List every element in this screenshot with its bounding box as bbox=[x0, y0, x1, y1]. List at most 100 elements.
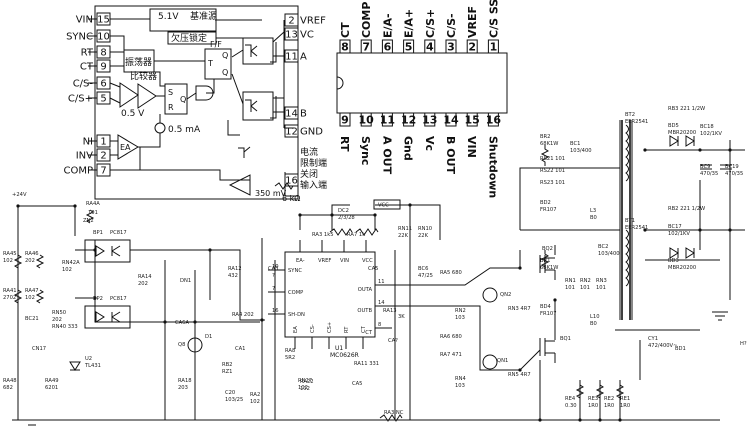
dip-top-pin-name-2: E/A- bbox=[381, 13, 394, 38]
resistor-re bbox=[575, 384, 625, 399]
sr-r: R bbox=[168, 103, 174, 112]
component-label-re3: RE3 bbox=[588, 396, 598, 402]
junction-dot bbox=[643, 148, 647, 152]
component-label-rn42a: RN42A bbox=[62, 260, 80, 266]
component-label-ra14: RA14 bbox=[138, 274, 152, 280]
block-diagram-frame bbox=[94, 5, 299, 200]
ic-left-num-1: 7 bbox=[272, 286, 275, 292]
component-label-ra5: RA5 680 bbox=[440, 270, 462, 276]
primary-wiring bbox=[519, 160, 621, 420]
component-label-r203: 203 bbox=[178, 385, 188, 391]
component-label-dn1: DN1 bbox=[180, 278, 191, 284]
component-label-rn3b: RN3 bbox=[596, 278, 607, 284]
comparator-symbol bbox=[119, 82, 139, 108]
component-label-rz1: RZ1 bbox=[222, 369, 232, 375]
component-label-ca6a: CA6A bbox=[175, 320, 189, 326]
dip-bot-pin-box-7 bbox=[487, 112, 499, 127]
component-label-ca3: CA3 bbox=[268, 266, 278, 272]
block-pin-num-8: 7 bbox=[100, 166, 106, 177]
component-label-r102a: 102 bbox=[3, 258, 13, 264]
junction-dot bbox=[698, 228, 702, 232]
error-amp-label: EA bbox=[120, 143, 131, 152]
block-rpin-num-1: 13 bbox=[285, 30, 298, 41]
bd-right-rail bbox=[283, 20, 294, 129]
component-label-bc21: BC21 bbox=[25, 316, 39, 322]
component-label-r68k: 68K1W bbox=[540, 141, 558, 147]
ic-right-num-2: 8 bbox=[378, 322, 381, 328]
junction-dot bbox=[73, 204, 77, 208]
component-label-l10: L10 bbox=[590, 314, 600, 320]
block-rpin-num-3: 14 bbox=[285, 109, 298, 120]
component-label-r202a: 202 bbox=[25, 258, 35, 264]
ic-top-name-0: EA- bbox=[296, 258, 305, 264]
component-label-bc19v: 470/35 bbox=[725, 171, 743, 177]
component-label-rs23: RS23 101 bbox=[540, 180, 565, 186]
ic-left-num-0: 10 bbox=[272, 264, 279, 270]
dip-bot-pin-num-3: 12 bbox=[401, 114, 416, 127]
component-label-r030: 0.30 bbox=[565, 403, 577, 409]
current-source-symbol bbox=[154, 122, 166, 134]
dip-bot-pin-name-1: Sync bbox=[359, 136, 372, 165]
comparator-label: 比较器 bbox=[130, 70, 157, 82]
ic-u1-name: U1 bbox=[335, 345, 343, 352]
block-pin-num-2: 8 bbox=[100, 48, 106, 59]
component-label-tl431: TL431 bbox=[84, 363, 101, 369]
component-label-rn27: RN27 bbox=[298, 378, 312, 384]
output-b-gate bbox=[242, 91, 274, 121]
transformer-bt2-coil bbox=[625, 124, 629, 182]
component-label-re2: RE2 bbox=[604, 396, 614, 402]
dip-bot-pin-num-7: 16 bbox=[486, 114, 502, 127]
component-label-mbr2: MBR20200 bbox=[668, 265, 696, 271]
junction-dot bbox=[163, 320, 167, 324]
dip-top-pin-num-7: 1 bbox=[490, 41, 498, 54]
dip-bot-pin-box-5 bbox=[445, 112, 457, 127]
component-label-br2: BR2 bbox=[540, 134, 550, 140]
transistor-qn2 bbox=[482, 287, 498, 303]
component-label-bc9v: 470/35 bbox=[700, 171, 718, 177]
block-rpin-box-14 bbox=[284, 106, 299, 120]
block-rpin-box-13 bbox=[284, 27, 299, 41]
vcc-wiring bbox=[375, 204, 441, 420]
mosfet-bq1 bbox=[539, 328, 556, 363]
shutdown-label-2: 输入端 bbox=[300, 179, 327, 191]
dip-bot-pin-box-2 bbox=[381, 112, 393, 127]
component-label-rn4: RN4 bbox=[455, 376, 466, 382]
component-label-r101c: 101 bbox=[580, 285, 590, 291]
component-label-r202c: 202 bbox=[138, 281, 148, 287]
resistor-br2 bbox=[540, 145, 550, 166]
component-label-bt2: BT2 bbox=[625, 112, 635, 118]
component-label-ra4a: RA4A bbox=[86, 201, 100, 207]
component-label-c103: 103/25 bbox=[225, 397, 243, 403]
component-label-r3k: 3K bbox=[398, 314, 405, 320]
junction-dot bbox=[93, 296, 97, 300]
r6k-label: 6 kΩ bbox=[282, 194, 300, 203]
dip-bot-pin-num-6: 15 bbox=[465, 114, 480, 127]
diode-bd5 bbox=[669, 135, 695, 147]
dip-bot-pin-name-6: VIN bbox=[465, 136, 478, 158]
block-pin-name-2: RT bbox=[81, 48, 94, 59]
junction-dot bbox=[598, 418, 602, 422]
ic-right-name-0: OUTA bbox=[358, 287, 373, 293]
component-label-eer2: EER2541 bbox=[625, 119, 648, 125]
opto-bp1-symbol bbox=[95, 245, 121, 257]
dip-top-pin-num-0: 8 bbox=[341, 41, 349, 54]
component-label-bd2: BD2 bbox=[540, 200, 551, 206]
dip-top-pin-num-4: 4 bbox=[426, 41, 434, 54]
component-label-ra6: RA6 680 bbox=[440, 334, 462, 340]
dip-bot-pin-num-4: 13 bbox=[422, 114, 437, 127]
dip-top-pin-box-4 bbox=[424, 39, 436, 54]
ground-secondary bbox=[712, 311, 728, 321]
or-gate-symbol bbox=[195, 85, 214, 101]
block-rpin-name-4: GND bbox=[300, 127, 323, 138]
block-rpin-name-2: A bbox=[300, 52, 307, 63]
component-label-ra2: RA2 bbox=[250, 392, 260, 398]
junction-dot bbox=[518, 266, 522, 270]
component-label-bt1: BT1 bbox=[625, 218, 635, 224]
resistor-br1 bbox=[540, 250, 550, 271]
dip-bot-pin-box-1 bbox=[360, 112, 372, 127]
flipflop-qn: Q bbox=[222, 68, 228, 77]
dip-bot-pin-name-4: Vc bbox=[423, 136, 436, 151]
